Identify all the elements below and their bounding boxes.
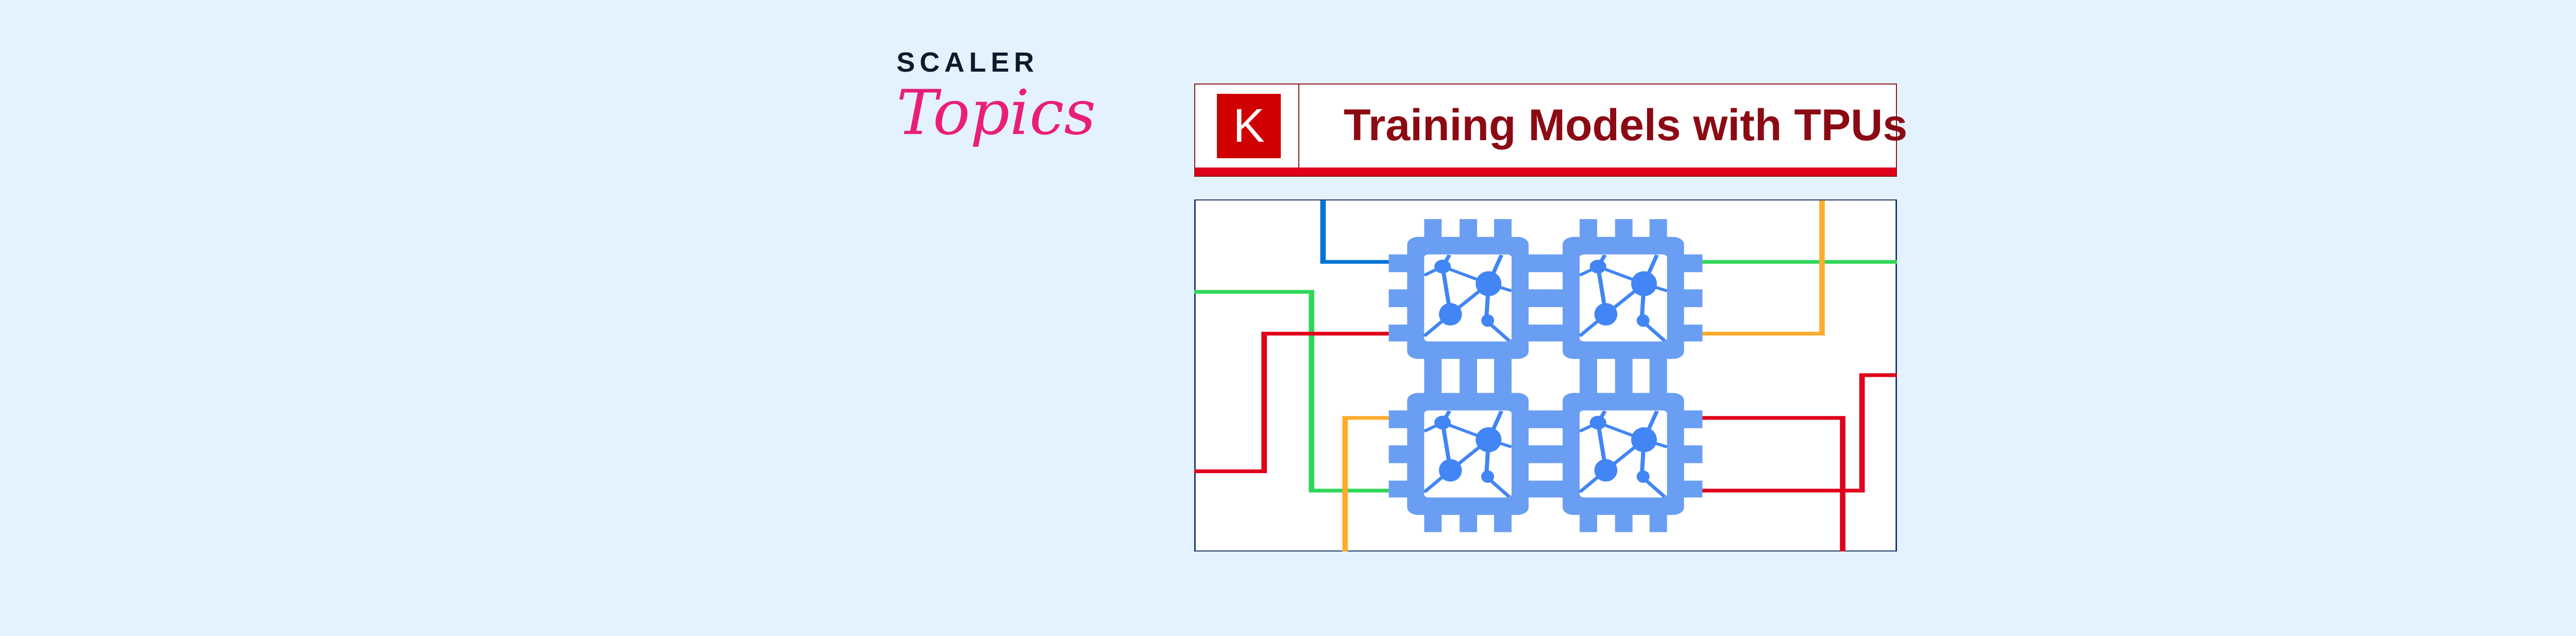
blue-trace — [1320, 200, 1389, 264]
orange-trace — [1342, 416, 1389, 551]
green-trace — [1194, 290, 1389, 493]
title-banner: K Training Models with TPUs — [1194, 83, 1907, 177]
logo-topics: Topics — [896, 77, 1096, 149]
tpu-chip-icon — [1389, 219, 1547, 376]
page-title: Training Models with TPUs — [1344, 101, 1908, 150]
keras-logo-icon: K — [1217, 94, 1281, 158]
red-trace — [1701, 373, 1897, 493]
tpu-chip-icon — [1544, 375, 1702, 532]
red-trace — [1194, 331, 1389, 474]
orange-trace — [1701, 200, 1825, 336]
tpu-chip-grid-icon — [1194, 199, 1897, 551]
divider — [1298, 85, 1299, 168]
title-underline-bar — [1195, 168, 1896, 176]
red-trace — [1701, 416, 1846, 551]
logo-scaler: SCALER — [896, 47, 1039, 78]
tpu-chip-icon — [1389, 375, 1547, 532]
tpu-chip-icon — [1544, 219, 1702, 376]
